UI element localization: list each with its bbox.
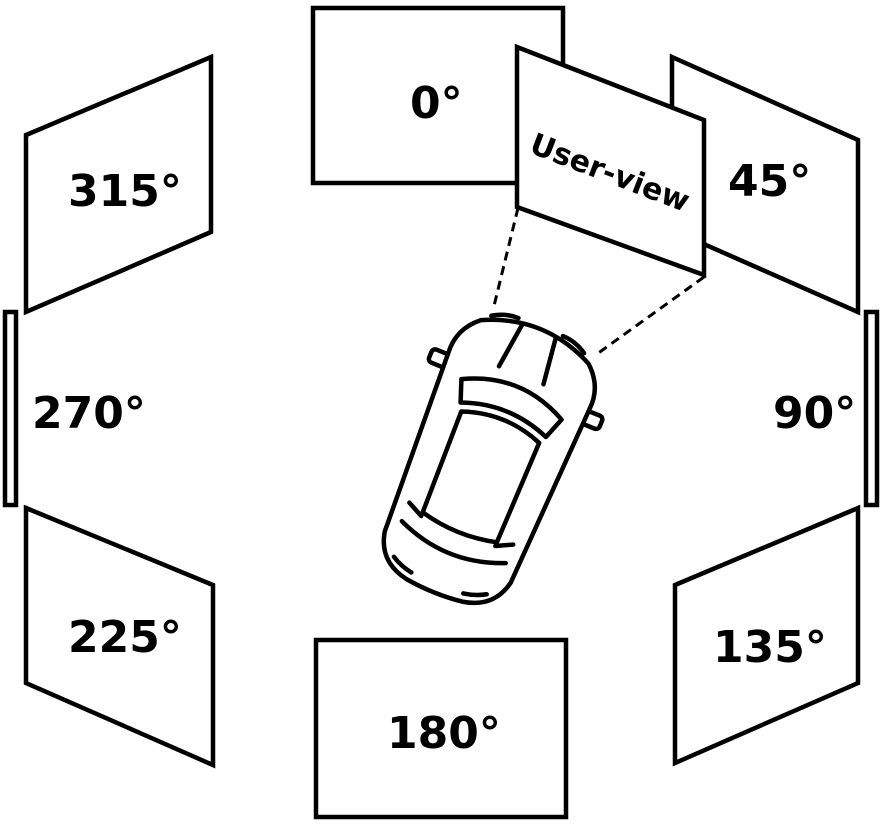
view-90-panel: 90° [773,309,880,508]
view-270-panel: 270° [2,309,146,508]
view-270-label: 270° [32,388,146,439]
view-0-label: 0° [410,78,463,129]
view-45-label: 45° [728,156,811,207]
car-icon [381,312,605,606]
view-180-panel: 180° [313,637,569,820]
view-135-label: 135° [713,622,827,673]
frustum-line-right [596,275,705,356]
view-135-panel: 135° [672,504,861,767]
view-225-panel: 225° [23,504,216,769]
view-315-label: 315° [68,166,182,217]
frustum-line-left [491,207,520,311]
view-45-panel: 45° [669,53,861,316]
view-180-label: 180° [387,708,501,759]
view-90-label: 90° [773,388,856,439]
view-225-label: 225° [68,612,182,663]
view-315-panel: 315° [23,53,214,316]
user-view-panel: User-view [514,43,707,279]
